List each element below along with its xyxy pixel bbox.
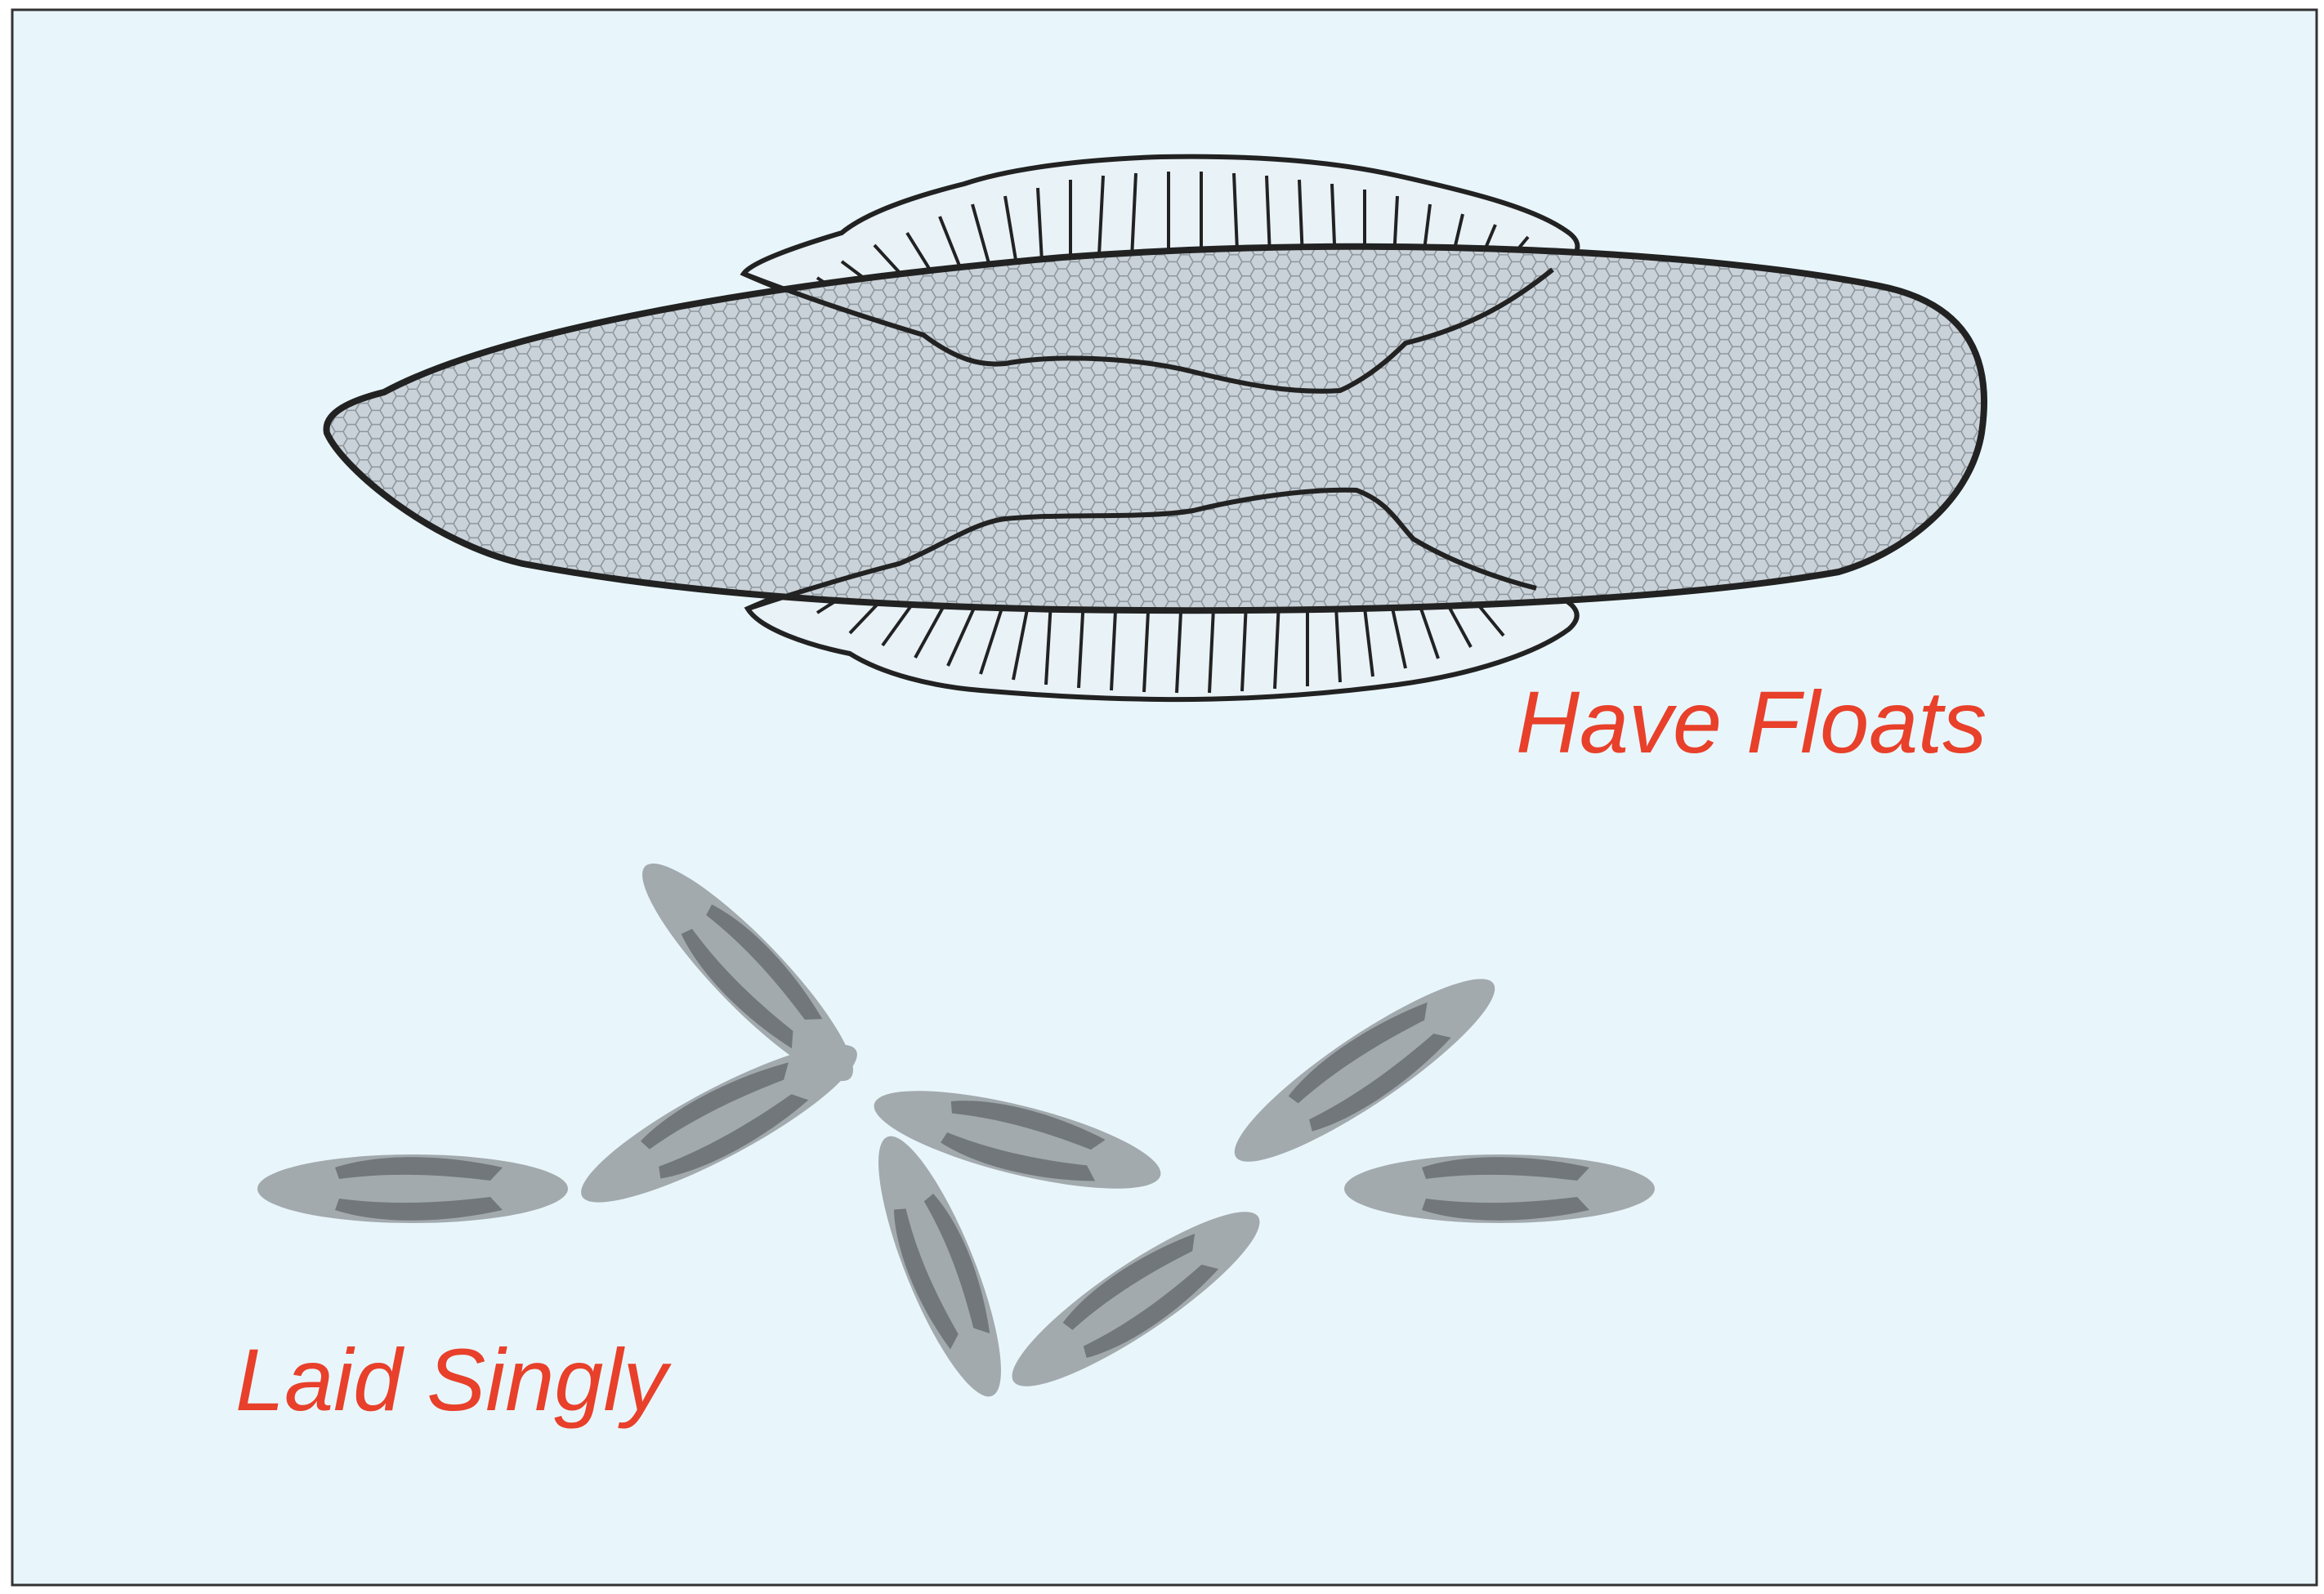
have-floats-label: Have Floats	[1516, 678, 1987, 766]
single-egg	[257, 1154, 568, 1223]
laid-singly-label: Laid Singly	[235, 1336, 667, 1424]
single-egg	[1344, 1154, 1655, 1223]
